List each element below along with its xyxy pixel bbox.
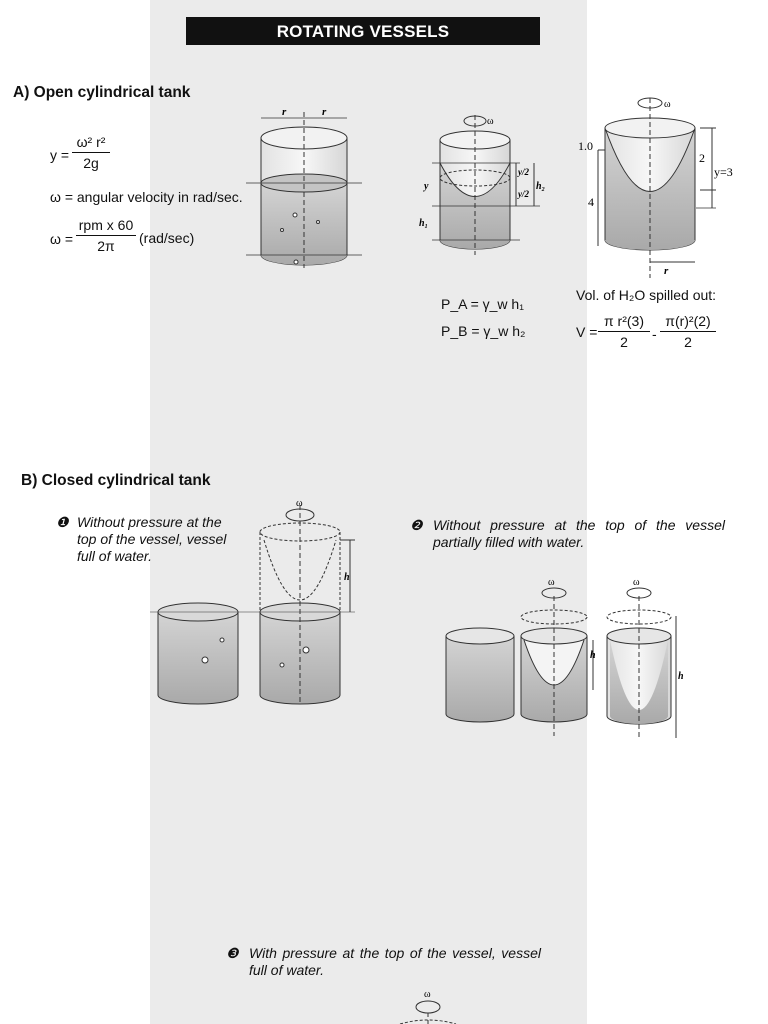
eq-y-fraction: ω² r² 2g <box>72 134 110 171</box>
eq-omega-lhs: ω = <box>50 231 73 247</box>
label-r: r <box>664 265 669 277</box>
label-two: 2 <box>699 151 705 165</box>
spill-num-2: π(r)²(2) <box>665 313 711 329</box>
label-one: 1.0 <box>578 139 593 153</box>
case1-bullet: ❶ <box>56 514 69 530</box>
closed-tank-case2-figure <box>445 587 677 740</box>
spill-minus: - <box>652 326 657 342</box>
spill-den-1: 2 <box>620 334 628 350</box>
spill-eq-lhs: V = <box>576 324 598 340</box>
h-label-b2a: h <box>590 650 596 661</box>
section-a-heading: A) Open cylindrical tank <box>13 84 191 101</box>
eq-omega-den: 2π <box>97 238 115 254</box>
case2-bullet: ❷ <box>410 517 423 533</box>
pressure-a: P_A = γ_w h₁ <box>441 296 524 312</box>
eq-omega-unit: (rad/sec) <box>139 230 195 246</box>
omega-label-b3: ω <box>424 989 431 1000</box>
h2-label: h₂ <box>536 181 545 192</box>
eq-y-lhs: y = <box>50 147 70 163</box>
case2-text: Without pressure at the top of the vesse… <box>433 517 725 550</box>
h1-label: h₁ <box>419 218 428 229</box>
open-tank-figure <box>246 112 362 268</box>
spill-den-2: 2 <box>684 334 692 350</box>
omega-label-b2b: ω <box>633 577 640 588</box>
y-label: y <box>423 181 429 192</box>
spill-num-1: π r²(3) <box>604 313 644 329</box>
eq-y-num: ω² r² <box>76 134 106 150</box>
case3-bullet: ❸ <box>226 945 239 961</box>
omega-definition: ω = angular velocity in rad/sec. <box>50 189 243 205</box>
page-title: ROTATING VESSELS <box>186 17 540 45</box>
closed-tank-case1-figure <box>150 505 355 705</box>
rotating-tank-figure <box>432 115 540 255</box>
h-label-b1: h <box>344 572 350 583</box>
label-y3: y=3 <box>714 165 733 179</box>
eq-y-den: 2g <box>83 155 99 171</box>
omega-label-b2a: ω <box>548 577 555 588</box>
y2-label-b: y/2 <box>517 189 529 199</box>
h-label-b2b: h <box>678 671 684 682</box>
omega-label-a3: ω <box>664 99 671 110</box>
spill-title: Vol. of H₂O spilled out: <box>576 287 717 303</box>
r-left-label: r <box>282 106 287 118</box>
omega-label-a2: ω <box>487 116 494 127</box>
pressure-b: P_B = γ_w h₂ <box>441 323 526 339</box>
spill-tank-figure <box>597 97 716 278</box>
r-right-label: r <box>322 106 327 118</box>
section-b-heading: B) Closed cylindrical tank <box>21 472 211 489</box>
label-four: 4 <box>588 195 594 209</box>
case3-text: With pressure at the top of the vessel, … <box>249 945 541 978</box>
spill-fraction-2: π(r)²(2) 2 <box>660 313 716 350</box>
omega-label-b1: ω <box>296 498 303 509</box>
content-band <box>150 0 587 1024</box>
case1-text: Without pressure at the top of the vesse… <box>77 514 227 564</box>
eq-omega-num: rpm x 60 <box>78 217 134 233</box>
y2-label-a: y/2 <box>517 167 529 177</box>
spill-fraction-1: π r²(3) 2 <box>598 313 650 350</box>
eq-omega-fraction: rpm x 60 2π <box>76 217 136 254</box>
closed-tank-case3-figure <box>399 1000 457 1024</box>
